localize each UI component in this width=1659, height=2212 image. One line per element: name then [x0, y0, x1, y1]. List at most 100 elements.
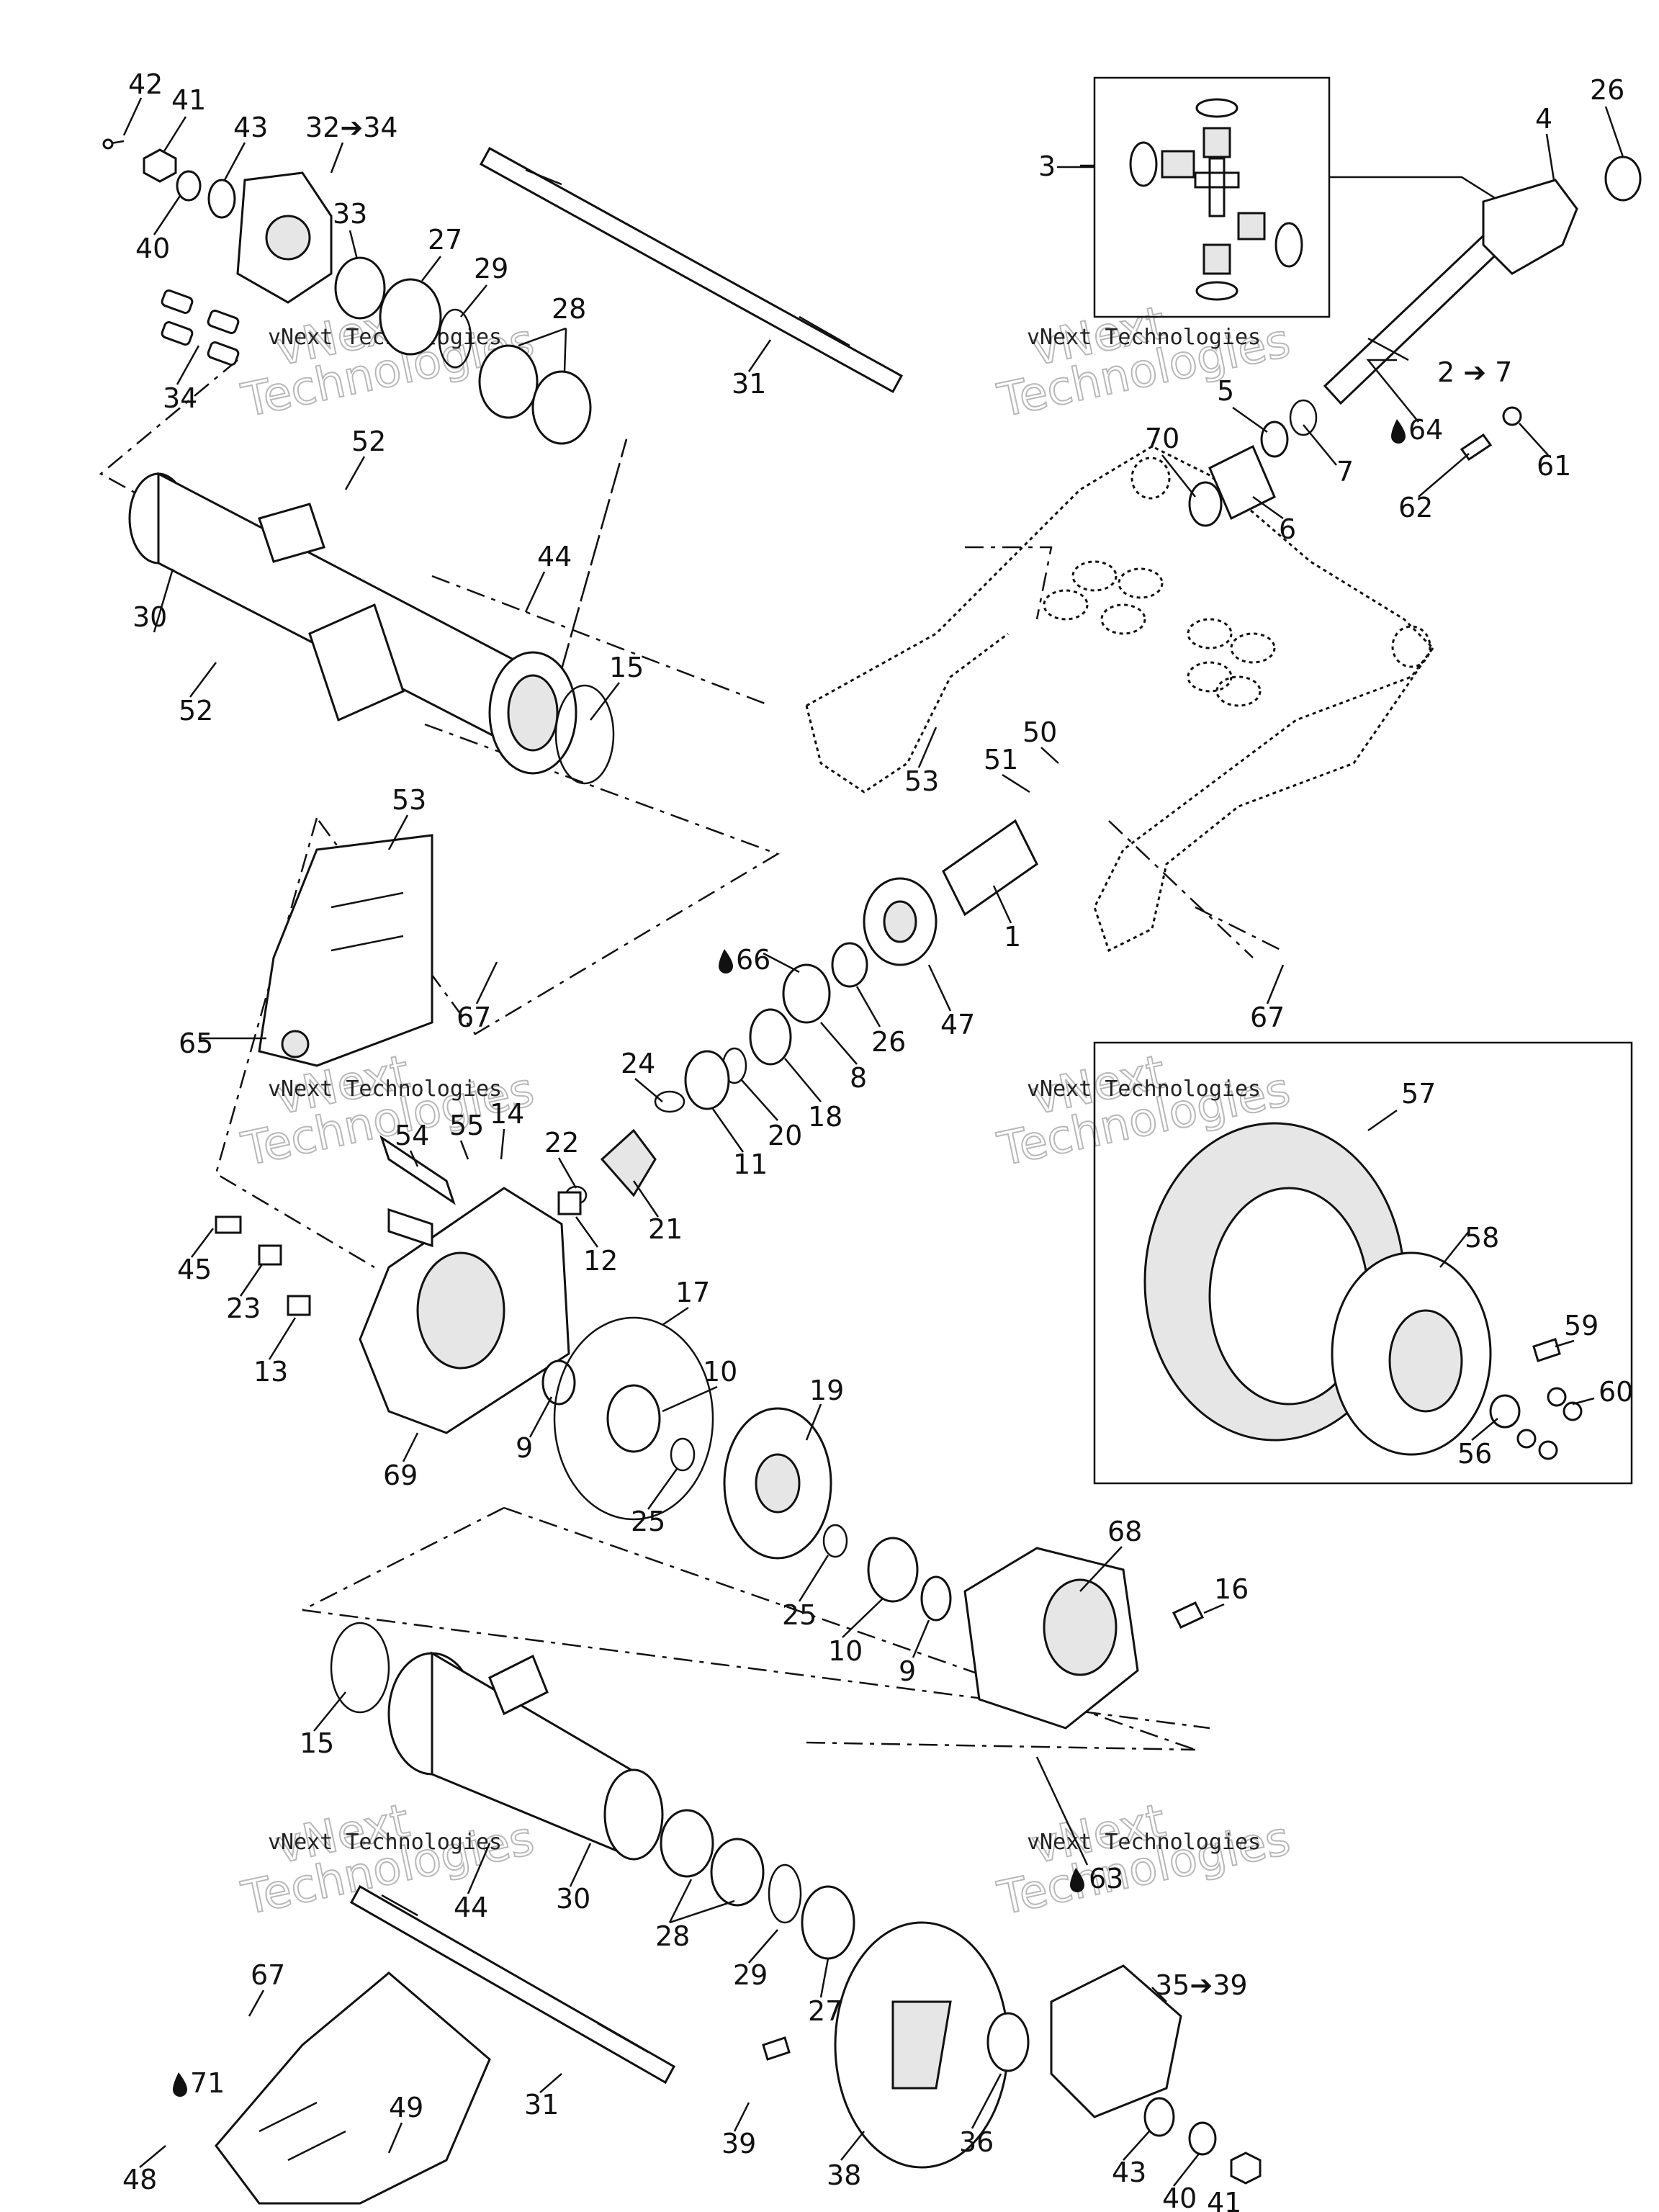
callout-49: 49	[389, 2092, 423, 2123]
callout-13: 13	[253, 1356, 288, 1388]
wheel-detail-box	[1093, 1041, 1633, 1485]
gasket-17	[553, 1316, 714, 1521]
callout-9: 9	[516, 1432, 533, 1464]
callout-28: 28	[552, 293, 586, 325]
callout-7: 7	[1336, 456, 1354, 487]
callout-3: 3	[1038, 150, 1056, 182]
callout-68: 68	[1107, 1516, 1142, 1547]
drop-icon	[1391, 419, 1406, 444]
seal-27b	[801, 1885, 855, 1960]
seal-9b	[920, 1575, 952, 1622]
callout-1: 1	[1004, 921, 1021, 953]
callout-52: 52	[351, 426, 386, 457]
leader-lines	[122, 97, 1624, 2187]
callout-64: 64	[1408, 414, 1443, 446]
callout-55: 55	[449, 1110, 484, 1141]
drop-icon	[173, 2072, 187, 2097]
callout-52b: 52	[179, 695, 213, 727]
callout-26b: 26	[871, 1026, 906, 1058]
callout-20: 20	[768, 1120, 802, 1151]
callout-24: 24	[621, 1048, 655, 1079]
seal-8	[782, 963, 831, 1024]
callout-48: 48	[122, 2164, 157, 2195]
watermark-text: vNext Technologies	[268, 1076, 502, 1102]
o-ring-15	[554, 684, 615, 785]
ring-26b	[831, 942, 868, 988]
callout-57: 57	[1401, 1078, 1436, 1110]
breather-54	[379, 1135, 456, 1205]
callout-29b: 29	[733, 1959, 768, 1991]
watermark-text: vNext Technologies	[1027, 325, 1261, 350]
watermark-text: vNext Technologies	[268, 1830, 502, 1855]
callout-58: 58	[1465, 1222, 1499, 1254]
ring-gear-group	[541, 1316, 1205, 1730]
washer-40b	[1188, 2121, 1217, 2156]
o-ring-43	[207, 179, 236, 219]
swing-arm-frame	[805, 445, 1434, 953]
ring-70	[1188, 481, 1223, 527]
callout-35-39: 35➔39	[1155, 1969, 1248, 2001]
callout-70: 70	[1145, 423, 1179, 454]
callout-27b: 27	[808, 1995, 842, 2027]
axle-tube-bottom	[330, 1622, 855, 1960]
callout-38: 38	[827, 2159, 861, 2191]
callout-30b: 30	[556, 1883, 590, 1915]
callout-16: 16	[1214, 1573, 1249, 1605]
callout-67b: 67	[1250, 1002, 1285, 1033]
callout-labels: 42 41 43 32➔34 40 33 27 29 28 34 31 3 4 …	[122, 68, 1633, 2212]
callout-67: 67	[457, 1002, 491, 1033]
callout-62: 62	[1398, 492, 1433, 523]
seal-33	[334, 256, 386, 320]
callout-59: 59	[1564, 1310, 1599, 1341]
callout-32-34: 32➔34	[305, 112, 398, 143]
callout-40b: 40	[1162, 2182, 1197, 2212]
callout-43: 43	[233, 112, 268, 143]
gear-stack-center	[557, 819, 1038, 1215]
washer-40	[176, 170, 202, 202]
ring-24	[654, 1090, 685, 1113]
callout-42: 42	[128, 68, 163, 100]
callout-15: 15	[609, 652, 644, 683]
spacer-1	[942, 819, 1038, 917]
callout-66: 66	[736, 944, 770, 976]
wheel-hub-35	[1050, 1964, 1182, 2118]
callout-60: 60	[1599, 1376, 1633, 1408]
hub-assembly-top	[102, 138, 592, 445]
callout-40: 40	[135, 233, 170, 264]
callout-39: 39	[721, 2128, 756, 2159]
callout-14: 14	[490, 1098, 524, 1130]
callout-29: 29	[474, 253, 508, 284]
u-joint-parts	[1129, 98, 1303, 301]
callout-34: 34	[163, 382, 197, 414]
drop-icons	[173, 419, 1406, 2097]
bearing-11	[684, 1050, 730, 1110]
callout-26: 26	[1590, 74, 1624, 106]
watermark-text: vNext Technologies	[1027, 1830, 1261, 1855]
seal-27	[379, 278, 442, 356]
callout-27: 27	[428, 224, 462, 256]
bearing-10a	[606, 1384, 661, 1453]
callout-53b: 53	[904, 765, 939, 797]
callout-69: 69	[383, 1460, 418, 1491]
callout-65: 65	[179, 1028, 213, 1059]
axle-tube-top	[128, 472, 615, 785]
callout-10: 10	[703, 1356, 737, 1388]
o-ring-15b	[330, 1622, 390, 1714]
callout-36: 36	[959, 2126, 994, 2158]
callout-4: 4	[1535, 103, 1552, 135]
bolt-16	[1172, 1601, 1205, 1629]
watermark-text: vNext Technologies	[1027, 1076, 1261, 1102]
callout-51: 51	[984, 744, 1018, 775]
callout-41b: 41	[1207, 2187, 1241, 2212]
callout-23: 23	[226, 1292, 261, 1324]
bolt-39	[762, 2036, 791, 2061]
callout-47: 47	[940, 1009, 975, 1040]
drive-shaft-top	[479, 146, 904, 394]
callout-25b: 25	[782, 1599, 817, 1631]
callout-12: 12	[583, 1245, 618, 1277]
bracket-65	[258, 834, 433, 1067]
callout-50: 50	[1022, 716, 1057, 748]
callout-31: 31	[732, 368, 766, 400]
nut-41	[143, 148, 177, 183]
